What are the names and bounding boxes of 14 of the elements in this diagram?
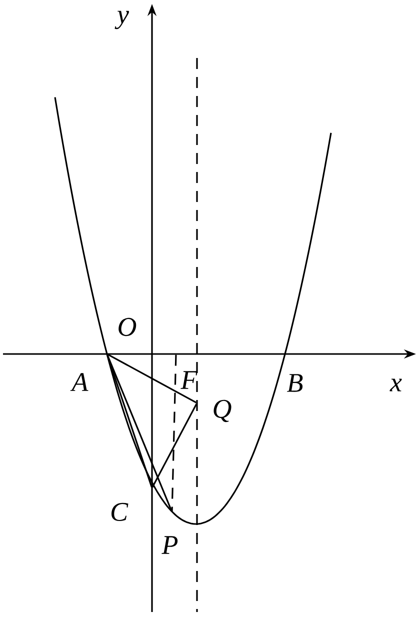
axis-label: y	[114, 10, 129, 30]
axis-label: B	[287, 374, 303, 392]
dashed-segment	[171, 354, 177, 512]
segment	[107, 354, 197, 404]
axis-label: O	[118, 318, 136, 336]
point-label: F	[180, 371, 198, 389]
point-label: P	[162, 536, 178, 554]
point-label: A	[70, 373, 88, 391]
segment	[106, 354, 152, 488]
segment	[106, 354, 172, 512]
segment	[152, 403, 198, 488]
point-label: C	[112, 502, 128, 522]
axis-label: x	[390, 378, 402, 392]
point-label: Q	[214, 400, 232, 422]
